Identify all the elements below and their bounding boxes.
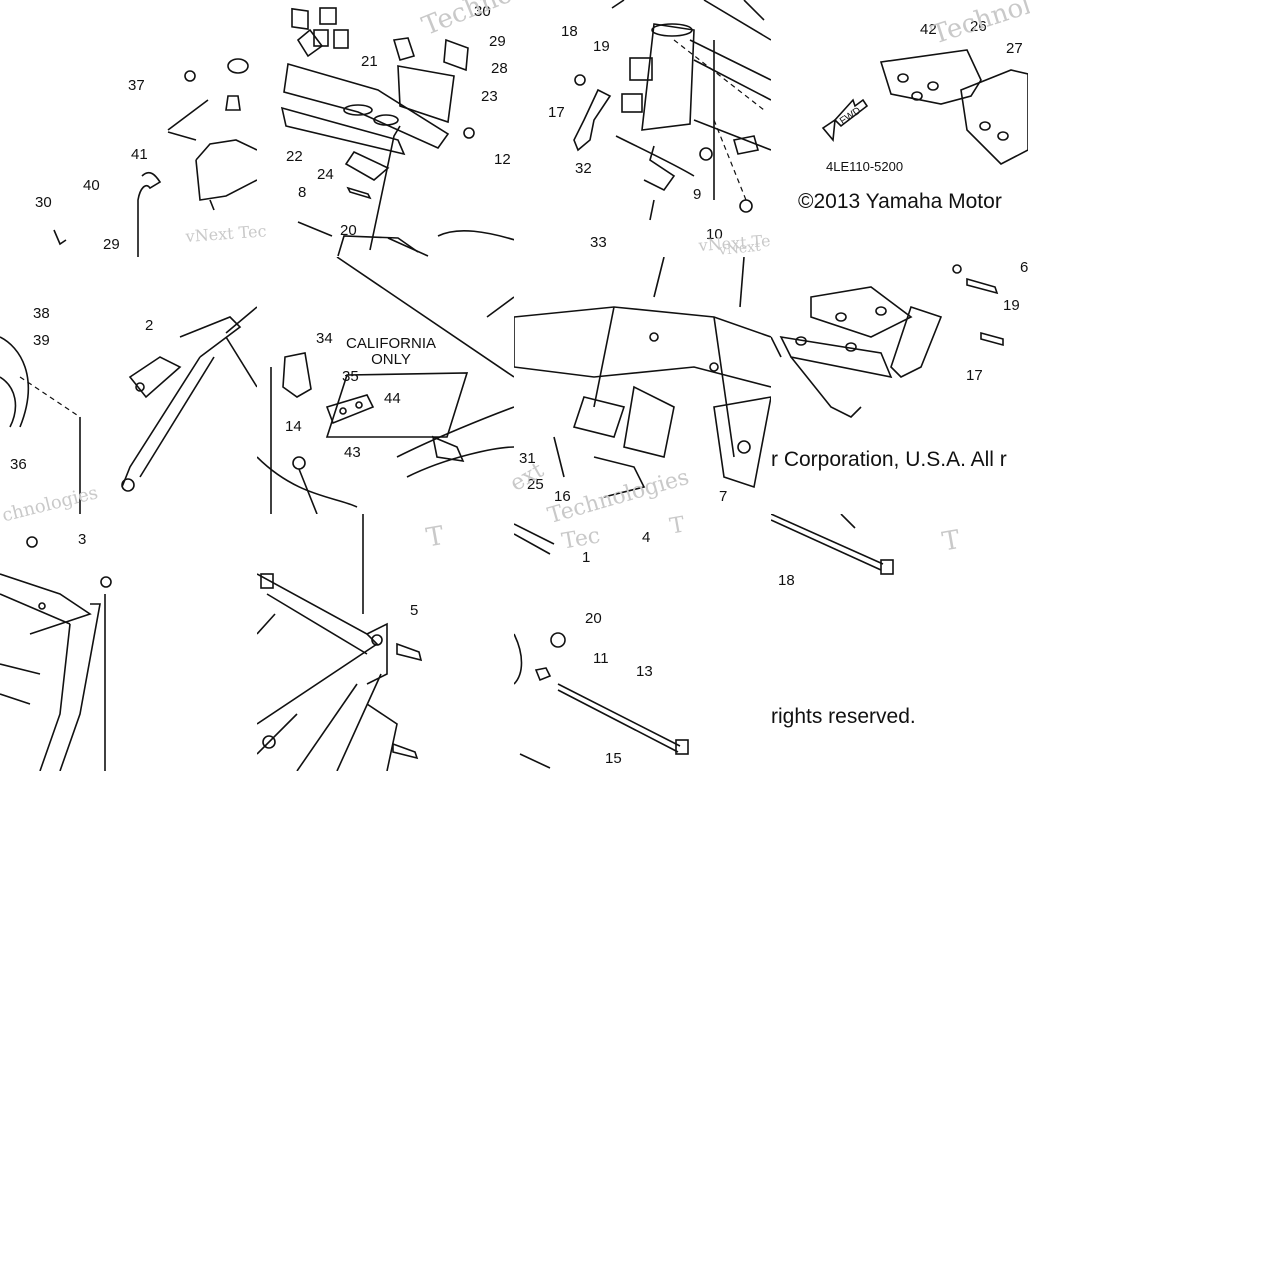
callout-number: 25 [527,476,544,493]
callout-number: 33 [590,234,607,251]
callout-number: 27 [1006,40,1023,57]
callout-number: 29 [103,236,120,253]
diagram-tile-rear-plate [771,257,1028,514]
lower-frame-center-drawing [257,514,423,771]
callout-number: 10 [706,226,723,243]
callout-number: 11 [593,650,609,667]
callout-number: 18 [561,23,578,40]
callout-number: 8 [298,184,307,201]
callout-number: 16 [554,488,571,505]
callout-number: 9 [693,186,702,203]
callout-number: 39 [33,332,50,349]
main-frame-drawing [514,257,771,498]
rear-plate-drawing [771,264,1004,418]
callout-number: 28 [491,60,508,77]
diagram-tile-lower-frame-center [257,514,514,771]
callout-number: 38 [33,305,50,322]
frame-left-drawing [0,306,257,514]
steering-head-drawing [573,0,771,221]
diagram-tile-long-bolt [514,514,771,771]
callout-number: 23 [481,88,498,105]
fwd-arrow-icon [833,98,869,128]
callout-number: 4 [642,529,651,546]
callout-number: 20 [585,610,602,627]
callout-number: 7 [719,488,728,505]
callout-number: 19 [593,38,610,55]
callout-number: 5 [410,602,419,619]
callout-number: 21 [361,53,378,70]
diagram-tile-reservoir [0,0,257,257]
diagram-tile-main-frame [514,257,771,514]
reservoir-drawing [53,58,257,257]
california-only-label: CALIFORNIA ONLY [346,335,437,368]
callout-number: 32 [575,160,592,177]
callout-number: 17 [548,104,565,121]
callout-number: 1 [582,549,591,566]
california-bracket-drawing [257,257,514,514]
callout-number: 2 [145,317,154,334]
callout-number: 15 [605,750,622,767]
callout-number: 20 [340,222,357,239]
lower-frame-left-drawing [0,536,112,771]
california-only-note: CALIFORNIA ONLY [346,336,436,368]
diagram-tile-frame-left [0,257,257,514]
callout-number: 17 [966,367,983,384]
callout-number: 24 [317,166,334,183]
battery-bracket-drawing [280,7,515,257]
rear-bracket-drawing [821,49,1028,165]
callout-number: 14 [285,418,302,435]
callout-number: 40 [83,177,100,194]
copyright-line-1: ©2013 Yamaha Motor [798,190,1002,213]
callout-number: 34 [316,330,333,347]
callout-number: 13 [636,663,653,680]
diagram-tile-california [257,257,514,514]
callout-number: 42 [920,21,937,38]
callout-number: 44 [384,390,401,407]
callout-number: 18 [778,572,795,589]
callout-number: 36 [10,456,27,473]
callout-number: 41 [131,146,148,163]
callout-number: 19 [1003,297,1020,314]
part-code: 4LE110-5200 [826,159,904,174]
callout-number: 30 [474,3,491,20]
callout-number: 43 [344,444,361,461]
callout-number: 29 [489,33,506,50]
callout-number: 37 [128,77,145,94]
callout-number: 3 [78,531,87,548]
callout-number: 12 [494,151,511,168]
long-bolt-drawing [514,523,689,769]
diagram-tile-steering-head [514,0,771,257]
copyright-line-3: rights reserved. [771,705,916,728]
callout-number: 22 [286,148,303,165]
callout-number: 31 [519,450,536,467]
callout-number: 35 [342,368,359,385]
callout-number: 30 [35,194,52,211]
callout-number: 26 [970,18,987,35]
diagram-tile-rear-bracket [771,0,1028,257]
copyright-line-2: r Corporation, U.S.A. All r [771,448,1007,471]
bolt-drawing [771,514,894,575]
diagram-tile-battery-bracket [258,0,515,257]
diagram-tile-bolt [771,514,1028,771]
diagram-tile-lower-frame-left [0,514,257,771]
callout-number: 6 [1020,259,1029,276]
